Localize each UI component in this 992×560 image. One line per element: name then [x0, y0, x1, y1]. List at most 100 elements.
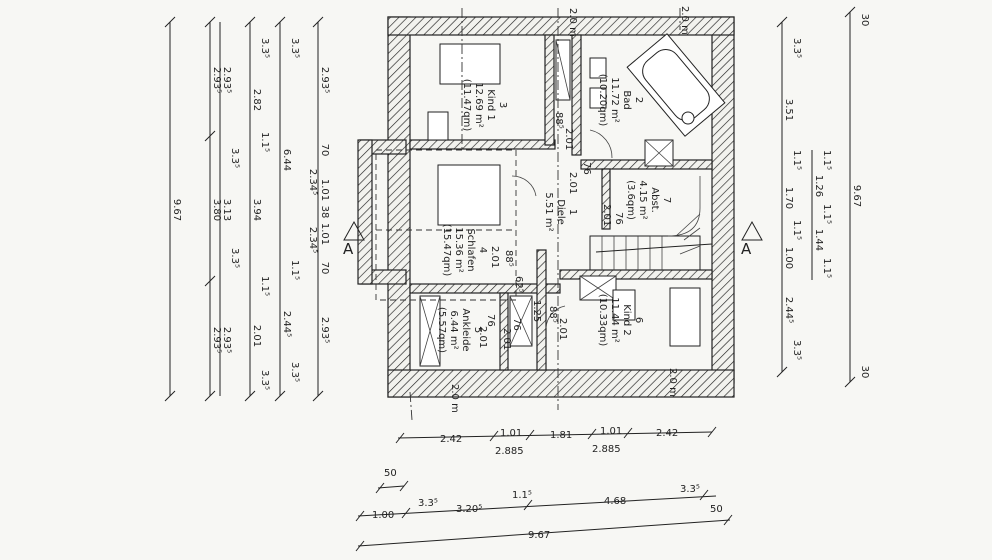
svg-text:1.26: 1.26: [813, 175, 824, 197]
svg-text:Kind 2: Kind 2: [621, 304, 632, 336]
bottom-dimension-row-2: 50: [377, 468, 405, 489]
svg-text:1.25: 1.25: [531, 300, 542, 322]
svg-text:2.01: 2.01: [489, 246, 500, 268]
svg-text:3.3⁵: 3.3⁵: [791, 340, 802, 360]
svg-text:2.34⁵: 2.34⁵: [307, 169, 318, 195]
svg-text:1.1⁵: 1.1⁵: [259, 276, 270, 296]
svg-text:(5.57qm): (5.57qm): [436, 307, 447, 353]
svg-text:12.69 m²: 12.69 m²: [473, 82, 484, 128]
svg-text:2.93⁵: 2.93⁵: [319, 317, 330, 343]
svg-text:4: 4: [477, 247, 488, 253]
svg-text:1.01: 1.01: [319, 179, 330, 201]
section-mark-left: A: [343, 220, 365, 258]
svg-text:30: 30: [859, 14, 870, 27]
svg-text:9.67: 9.67: [528, 530, 550, 541]
left-dimension-chain-5: 3.3⁵ 6.44 1.1⁵ 2.44⁵ 3.3⁵: [279, 22, 300, 396]
svg-text:2.93⁵: 2.93⁵: [221, 67, 232, 93]
svg-text:4.15 m²: 4.15 m²: [637, 180, 648, 219]
svg-text:3.3⁵: 3.3⁵: [289, 38, 300, 58]
svg-text:3.3⁵: 3.3⁵: [418, 498, 438, 509]
svg-text:70: 70: [319, 144, 330, 157]
svg-text:1.1⁵: 1.1⁵: [821, 258, 832, 278]
svg-text:1.1⁵: 1.1⁵: [821, 204, 832, 224]
svg-text:2.01: 2.01: [601, 204, 612, 226]
svg-text:2.885: 2.885: [592, 444, 621, 455]
svg-text:2.01: 2.01: [563, 128, 574, 150]
room-label-schlafen: 4 Schlafen 15.36 m² (15.47qm): [441, 224, 488, 277]
svg-text:4.68: 4.68: [604, 496, 626, 507]
svg-text:Kind 1: Kind 1: [485, 89, 496, 121]
svg-text:1.1⁵: 1.1⁵: [259, 132, 270, 152]
svg-text:2.44⁵: 2.44⁵: [281, 311, 292, 337]
svg-text:6: 6: [633, 317, 644, 323]
svg-text:1.00: 1.00: [783, 247, 794, 269]
svg-text:Schlafen: Schlafen: [465, 228, 476, 271]
svg-text:62⁵: 62⁵: [513, 276, 524, 293]
section-label: A: [343, 240, 354, 258]
svg-text:3.3⁵: 3.3⁵: [229, 148, 240, 168]
svg-text:11.44 m²: 11.44 m²: [609, 297, 620, 343]
svg-text:1.81: 1.81: [550, 430, 572, 441]
svg-text:3.20⁵: 3.20⁵: [456, 504, 482, 515]
svg-text:3.80: 3.80: [211, 199, 222, 221]
svg-text:2.01: 2.01: [501, 328, 512, 350]
svg-text:1.1⁵: 1.1⁵: [821, 150, 832, 170]
svg-text:2.82: 2.82: [251, 89, 262, 111]
svg-text:Bad: Bad: [621, 90, 632, 109]
svg-text:9.67: 9.67: [171, 199, 182, 221]
washbasins: [589, 57, 695, 125]
svg-text:88⁵: 88⁵: [547, 306, 558, 323]
beds: [427, 43, 701, 347]
svg-text:3.3⁵: 3.3⁵: [229, 248, 240, 268]
svg-text:76: 76: [581, 162, 592, 175]
svg-text:6.44 m²: 6.44 m²: [448, 310, 459, 349]
svg-text:2.42: 2.42: [656, 428, 678, 439]
shower-tray: [644, 139, 674, 167]
exterior-walls: [357, 16, 735, 398]
door-swings: [511, 129, 613, 329]
svg-text:3.3⁵: 3.3⁵: [680, 484, 700, 495]
svg-text:(10.20qm): (10.20qm): [597, 74, 608, 127]
svg-text:Ankleide: Ankleide: [460, 308, 471, 351]
inner-dimension-labels: 88⁵ 2.01 76 2.01 76 2.01 88⁵ 2.01 62⁵ 1.…: [449, 6, 690, 413]
svg-text:2.0 m: 2.0 m: [667, 368, 678, 397]
svg-text:1.01: 1.01: [319, 223, 330, 245]
svg-text:1.1⁵: 1.1⁵: [791, 150, 802, 170]
right-dimension-chain-2: 1.1⁵ 1.26 1.1⁵ 1.44 1.1⁵: [811, 150, 832, 280]
bottom-dimension-row-4: 9.67: [357, 519, 731, 547]
room-label-kind1: 3 Kind 1 12.69 m² (11.47qm): [461, 79, 508, 132]
room-label-bad: 2 Bad 11.72 m² (10.20qm): [597, 74, 644, 127]
svg-text:2.93⁵: 2.93⁵: [319, 67, 330, 93]
svg-text:30: 30: [859, 366, 870, 379]
svg-text:1.44: 1.44: [813, 229, 824, 251]
svg-text:50: 50: [710, 504, 723, 515]
svg-text:2.01: 2.01: [557, 318, 568, 340]
wardrobes: [419, 39, 617, 367]
svg-text:2.34⁵: 2.34⁵: [307, 227, 318, 253]
svg-text:3.3⁵: 3.3⁵: [791, 38, 802, 58]
svg-text:9.67: 9.67: [851, 185, 862, 207]
svg-text:1: 1: [567, 209, 578, 215]
svg-text:7: 7: [661, 197, 672, 203]
svg-text:3.51: 3.51: [783, 99, 794, 121]
bottom-dimension-row-1: 2.42 1.01 1.81 1.01 2.42 2.885 2.885: [397, 426, 713, 457]
svg-text:1.01: 1.01: [600, 426, 622, 437]
svg-text:2.93⁵: 2.93⁵: [221, 327, 232, 353]
section-mark-right: A: [741, 220, 763, 258]
bathtub: [626, 33, 726, 137]
dimension-ticks: [164, 6, 856, 402]
svg-text:2.93⁵: 2.93⁵: [211, 67, 222, 93]
right-dimension-chain-1: 3.3⁵ 3.51 1.1⁵ 1.70 1.1⁵ 1.00 2.44⁵ 3.3⁵: [781, 22, 802, 372]
dashed-outlines: [375, 8, 681, 421]
svg-text:3.3⁵: 3.3⁵: [259, 370, 270, 390]
svg-text:3.94: 3.94: [251, 199, 262, 221]
svg-text:50: 50: [384, 468, 397, 479]
svg-text:6.44: 6.44: [281, 149, 292, 171]
svg-text:15.36 m²: 15.36 m²: [453, 227, 464, 273]
svg-text:(11.47qm): (11.47qm): [461, 79, 472, 132]
left-dimension-chain-3: 2.93⁵ 3.3⁵ 3.13 3.3⁵ 2.93⁵: [219, 22, 240, 396]
svg-text:2: 2: [633, 97, 644, 103]
svg-text:70: 70: [319, 262, 330, 275]
room-label-kind2: 6 Kind 2 11.44 m² (10.33qm): [597, 294, 644, 347]
